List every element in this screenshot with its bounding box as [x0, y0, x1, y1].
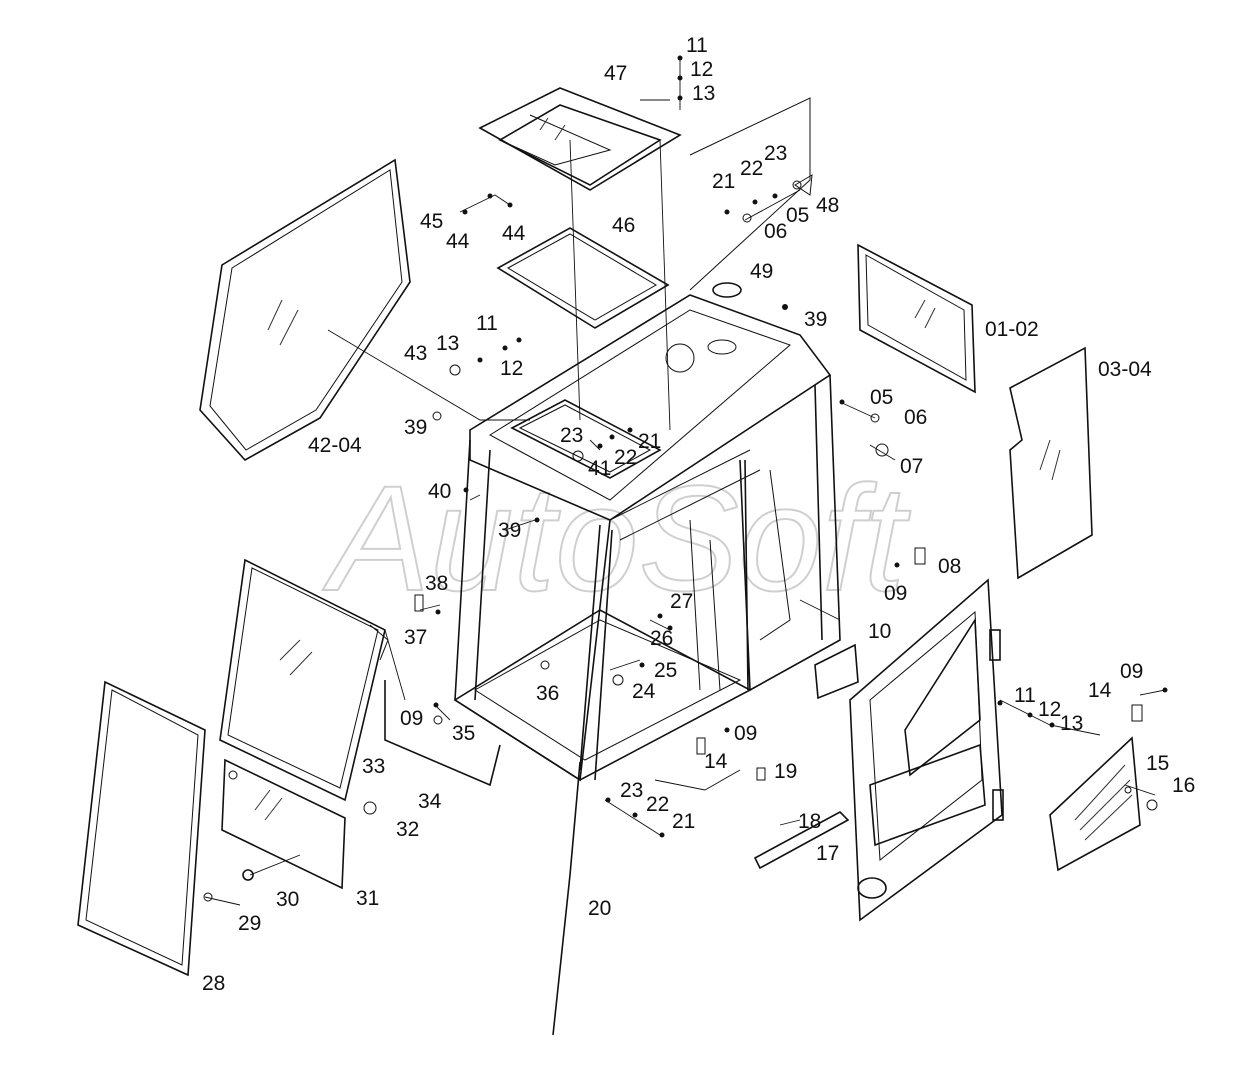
callout: 39 — [404, 416, 427, 439]
callout: 27 — [670, 590, 693, 613]
cover-plate-10 — [814, 643, 859, 700]
callout: 18 — [798, 810, 821, 833]
callout: 41 — [588, 457, 611, 480]
callout: 15 — [1146, 752, 1169, 775]
callout: 45 — [420, 210, 443, 233]
callout: 09 — [1120, 660, 1143, 683]
callout: 11 — [1014, 684, 1036, 707]
cab-frame — [453, 294, 841, 782]
callout: 13 — [692, 82, 715, 105]
callout: 38 — [425, 572, 448, 595]
callout: 39 — [498, 519, 521, 542]
callout: 06 — [764, 220, 787, 243]
callout: 44 — [446, 230, 470, 253]
callout: 31 — [356, 887, 379, 910]
callout: 20 — [588, 897, 611, 920]
callout: 14 — [704, 750, 728, 773]
ring-49 — [712, 282, 742, 298]
lower-front-glass-31 — [221, 758, 346, 890]
callout: 12 — [690, 58, 713, 81]
callout: 21 — [672, 810, 695, 833]
callout-labels: 11 12 13 47 21 22 23 48 05 06 45 44 44 4… — [202, 34, 1195, 995]
callout: 43 — [404, 342, 427, 365]
callout: 17 — [816, 842, 839, 865]
callout: 12 — [500, 357, 523, 380]
callout: 23 — [620, 779, 643, 802]
right-side-window-03-04 — [1009, 346, 1093, 580]
door-17 — [849, 578, 1004, 922]
callout: 35 — [452, 722, 475, 745]
callout: 23 — [560, 424, 583, 447]
roof-seal-46 — [496, 227, 670, 329]
callout: 37 — [404, 626, 427, 649]
callout: 49 — [750, 260, 773, 283]
callout: 47 — [604, 62, 627, 85]
callout: 22 — [614, 446, 637, 469]
windshield-seal-28 — [77, 680, 206, 977]
callout: 05 — [870, 386, 893, 409]
callout: 25 — [654, 659, 677, 682]
callout: 32 — [396, 818, 419, 841]
callout: 26 — [650, 627, 673, 650]
callout: 19 — [774, 760, 797, 783]
callout: 44 — [502, 222, 526, 245]
callout: 12 — [1038, 698, 1061, 721]
callout: 05 — [786, 204, 809, 227]
callout: 34 — [418, 790, 442, 813]
rear-panel-48 — [689, 97, 811, 291]
callout: 14 — [1088, 679, 1112, 702]
callout: 10 — [868, 620, 891, 643]
callout: 29 — [238, 912, 261, 935]
callout: 07 — [900, 455, 923, 478]
callout: 21 — [638, 430, 661, 453]
callout: 08 — [938, 555, 961, 578]
callout: 28 — [202, 972, 225, 995]
rear-window-01-02 — [857, 243, 976, 394]
step-plate-18 — [753, 811, 850, 870]
callout: 21 — [712, 170, 735, 193]
callout: 13 — [436, 332, 459, 355]
callout: 33 — [362, 755, 385, 778]
callout: 36 — [536, 682, 559, 705]
callout: 23 — [764, 142, 787, 165]
callout: 40 — [428, 480, 451, 503]
callout: 42-04 — [308, 434, 362, 457]
callout: 01-02 — [985, 318, 1039, 341]
callout: 03-04 — [1098, 358, 1152, 381]
callout: 48 — [816, 194, 839, 217]
door-lower-glass-15 — [1049, 736, 1141, 872]
callout: 09 — [884, 582, 907, 605]
callout: 22 — [646, 793, 669, 816]
callout: 30 — [276, 888, 299, 911]
watermark: AutoSoft — [322, 454, 911, 622]
callout: 39 — [804, 308, 827, 331]
left-side-window-42-04 — [199, 158, 411, 462]
seal-strip-20 — [552, 761, 581, 1036]
callout: 16 — [1172, 774, 1195, 797]
callout: 09 — [734, 722, 757, 745]
callout: 13 — [1060, 712, 1083, 735]
callout: 09 — [400, 707, 423, 730]
callout: 11 — [686, 34, 708, 57]
callout: 11 — [476, 312, 498, 335]
fastener-dots — [203, 55, 1168, 902]
front-windshield-33 — [219, 558, 389, 802]
leader-lines — [204, 58, 1166, 906]
callout: 22 — [740, 157, 763, 180]
callout: 46 — [612, 214, 635, 237]
roof-hatch-47 — [478, 87, 682, 191]
bar-34 — [384, 680, 501, 787]
callout: 24 — [632, 680, 656, 703]
callout: 06 — [904, 406, 927, 429]
